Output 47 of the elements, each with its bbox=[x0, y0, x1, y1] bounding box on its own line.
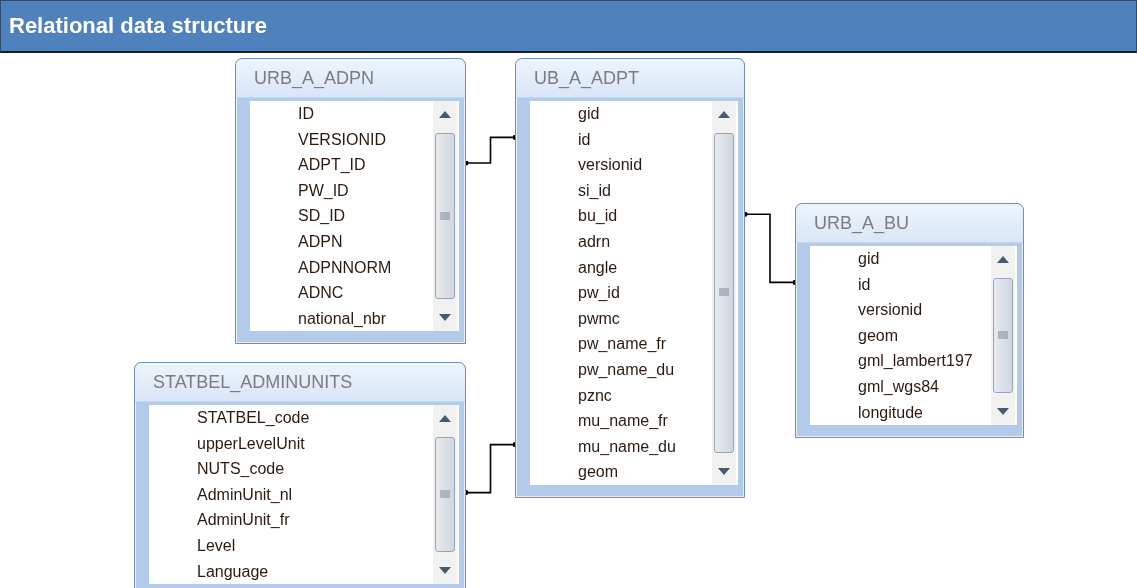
field-name: pwmc bbox=[577, 308, 621, 329]
field-name: id bbox=[857, 274, 872, 295]
field-name: mu_name_fr bbox=[577, 411, 669, 432]
field-name: longitude bbox=[857, 402, 924, 423]
table-name: URB_A_BU bbox=[814, 212, 910, 234]
field-name: ADPT_ID bbox=[297, 155, 367, 176]
field-name: geom bbox=[577, 462, 620, 483]
table-box bbox=[795, 203, 1024, 439]
table-box bbox=[235, 58, 466, 345]
field-name: VERSIONID bbox=[297, 129, 387, 150]
field-name: gml_lambert197 bbox=[857, 351, 974, 372]
field-name: id bbox=[577, 129, 592, 150]
field-name: gml_wgs84 bbox=[857, 376, 940, 397]
field-name: SD_ID bbox=[297, 206, 347, 227]
field-name: pznc bbox=[577, 385, 613, 406]
field-name: Language bbox=[196, 561, 270, 582]
field-name: NUTS_code bbox=[196, 459, 286, 480]
field-name: pw_id bbox=[577, 283, 621, 304]
table-name: URB_A_ADPN bbox=[254, 67, 375, 89]
field-name: ADPNNORM bbox=[297, 257, 393, 278]
field-name: AdminUnit_nl bbox=[196, 484, 294, 505]
field-name: PW_ID bbox=[297, 180, 350, 201]
field-name: si_id bbox=[577, 180, 612, 201]
field-name: gid bbox=[577, 104, 601, 124]
field-name: ID bbox=[297, 104, 315, 124]
field-name: upperLevelUnit bbox=[196, 433, 306, 454]
table-box bbox=[134, 362, 466, 588]
table-name: STATBEL_ADMINUNITS bbox=[153, 371, 353, 393]
field-name: AdminUnit_fr bbox=[196, 510, 291, 531]
field-name: pw_name_fr bbox=[577, 334, 668, 355]
field-name: gid bbox=[857, 249, 881, 269]
field-name: Level bbox=[196, 535, 237, 556]
table-box bbox=[515, 58, 745, 498]
field-name: pw_name_du bbox=[577, 359, 676, 380]
field-name: geom bbox=[857, 325, 900, 346]
field-name: versionid bbox=[577, 155, 644, 176]
field-name: bu_id bbox=[577, 206, 619, 227]
field-name: angle bbox=[577, 257, 619, 278]
field-name: mu_name_du bbox=[577, 436, 677, 457]
field-name: adrn bbox=[577, 231, 612, 252]
field-name: ADPN bbox=[297, 231, 344, 252]
table-name: UB_A_ADPT bbox=[534, 67, 640, 89]
field-name: ADNC bbox=[297, 283, 345, 304]
field-name: versionid bbox=[857, 300, 924, 321]
field-name: STATBEL_code bbox=[196, 408, 311, 428]
field-name: national_nbr bbox=[297, 308, 388, 329]
diagram-title: Relational data structure bbox=[9, 13, 267, 39]
